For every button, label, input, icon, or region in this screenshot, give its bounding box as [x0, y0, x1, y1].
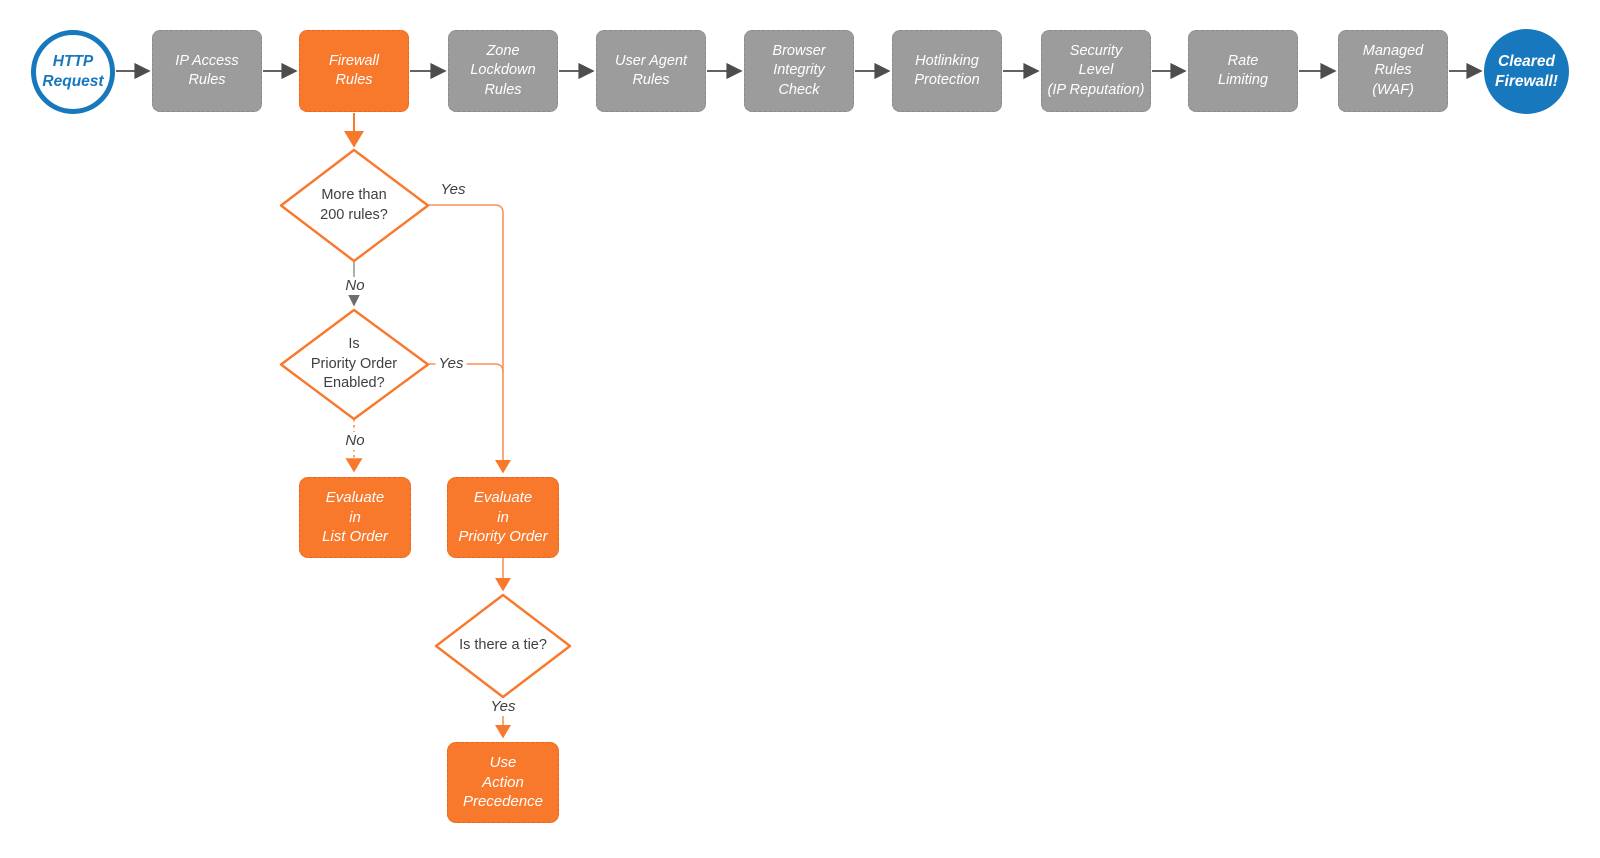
step-rate-limiting: Rate Limiting	[1188, 30, 1298, 112]
edge-decision1-yes-trunk	[428, 204, 511, 474]
decision-is-there-a-tie: Is there a tie?	[459, 637, 547, 653]
step-user-agent-rules: User Agent Rules	[596, 30, 706, 112]
decision-priority-order-enabled: Is Priority Order Enabled?	[310, 336, 398, 392]
edge-label-decision3-yes: Yes	[487, 698, 519, 716]
step-managed-rules-waf: Managed Rules (WAF)	[1338, 30, 1448, 112]
decision3-diamond-shape	[434, 593, 572, 699]
step-security-level: Security Level (IP Reputation)	[1041, 30, 1151, 112]
edge-label-decision1-yes: Yes	[437, 181, 469, 199]
decision2-diamond-shape	[279, 308, 430, 421]
edge-decision2-yes-join	[428, 363, 504, 373]
edge-label-decision2-no: No	[342, 432, 368, 450]
step-ip-access-rules: IP Access Rules	[152, 30, 262, 112]
action-evaluate-in-priority-order: Evaluate in Priority Order	[447, 477, 559, 558]
step-hotlinking-protection: Hotlinking Protection	[892, 30, 1002, 112]
edge-label-decision2-yes: Yes	[435, 355, 467, 373]
end-node-cleared-firewall: Cleared Firewall!	[1484, 29, 1569, 114]
step-zone-lockdown-rules: Zone Lockdown Rules	[448, 30, 558, 112]
step-firewall-rules: Firewall Rules	[299, 30, 409, 112]
decision-more-than-200-rules: More than 200 rules?	[320, 187, 388, 223]
action-use-action-precedence: Use Action Precedence	[447, 742, 559, 823]
decision1-diamond-shape	[279, 148, 430, 263]
edge-label-decision1-no: No	[342, 277, 368, 295]
step-browser-integrity-check: Browser Integrity Check	[744, 30, 854, 112]
start-node-http-request: HTTP Request	[31, 30, 115, 114]
action-evaluate-in-list-order: Evaluate in List Order	[299, 477, 411, 558]
